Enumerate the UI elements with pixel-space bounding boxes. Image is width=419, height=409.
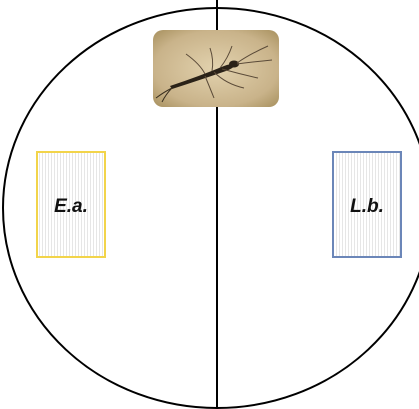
left-sample-box [36,151,106,258]
left-sample-card: E.a. [36,151,106,258]
stonefly-insect-photo [153,30,279,107]
right-sample-box [332,151,402,258]
right-sample-card: L.b. [332,151,402,258]
left-sample-label: E.a. [54,196,88,217]
right-sample-label: L.b. [350,196,384,217]
